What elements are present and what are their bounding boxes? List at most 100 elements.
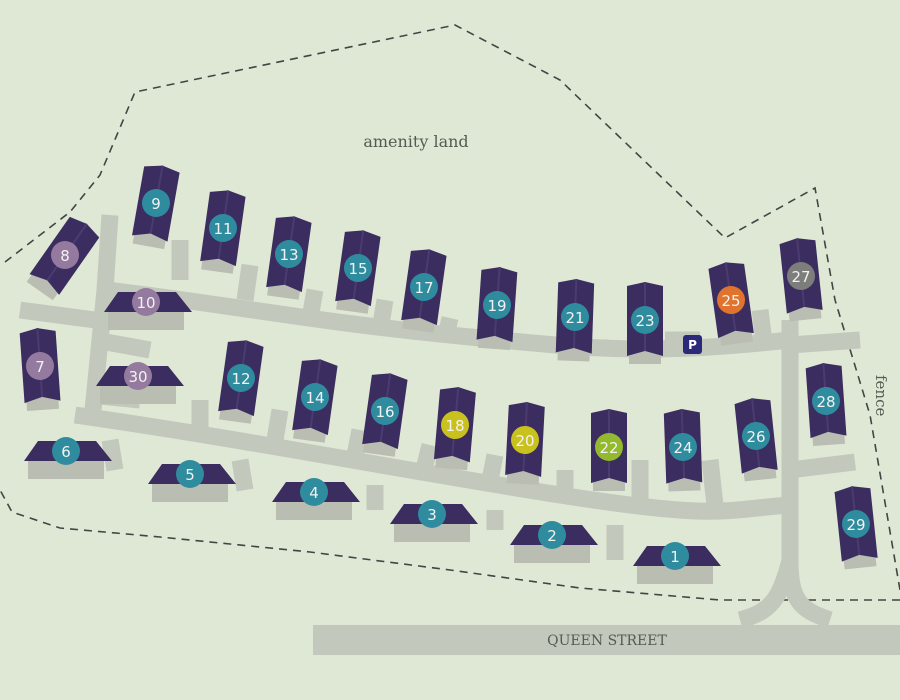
plot-marker[interactable] xyxy=(595,433,623,461)
house-facade xyxy=(28,457,104,479)
plot-marker[interactable] xyxy=(482,290,512,320)
plot-23[interactable]: 23 xyxy=(627,282,663,364)
road xyxy=(301,288,324,320)
plot-number: 21 xyxy=(565,309,584,327)
plot-10[interactable]: 10 xyxy=(104,288,192,330)
plot-13[interactable]: 13 xyxy=(265,214,312,300)
plot-number: 11 xyxy=(213,220,232,238)
road xyxy=(101,438,124,472)
plot-7[interactable]: 7 xyxy=(19,327,61,412)
plot-number: 15 xyxy=(348,260,367,278)
plot-1[interactable]: 1 xyxy=(633,542,721,584)
plot-2[interactable]: 2 xyxy=(510,521,598,563)
plot-number: 20 xyxy=(515,432,534,450)
plot-17[interactable]: 17 xyxy=(400,247,447,333)
road xyxy=(416,442,439,468)
plot-number: 3 xyxy=(427,506,437,524)
road xyxy=(789,331,861,354)
plot-26[interactable]: 26 xyxy=(734,396,778,482)
plot-marker[interactable] xyxy=(273,238,305,270)
queen-street xyxy=(313,625,900,655)
road xyxy=(519,333,539,352)
plot-18[interactable]: 18 xyxy=(433,386,476,471)
plot-marker[interactable] xyxy=(841,509,872,540)
plot-number: 8 xyxy=(60,247,70,265)
plot-marker[interactable] xyxy=(176,460,204,488)
plot-marker[interactable] xyxy=(52,437,80,465)
plot-number: 19 xyxy=(487,297,506,315)
plot-28[interactable]: 28 xyxy=(805,362,847,447)
plot-22[interactable]: 22 xyxy=(591,409,627,491)
plot-15[interactable]: 15 xyxy=(334,228,381,314)
plot-number: 1 xyxy=(670,548,680,566)
plot-marker[interactable] xyxy=(741,421,772,452)
plot-number: 29 xyxy=(846,516,865,534)
plot-marker[interactable] xyxy=(418,500,446,528)
street-label: QUEEN STREET xyxy=(547,633,667,649)
plot-marker[interactable] xyxy=(299,381,331,413)
house-facade xyxy=(276,498,352,520)
plot-number: 6 xyxy=(61,443,71,461)
plot-20[interactable]: 20 xyxy=(505,401,545,485)
plot-30[interactable]: 30 xyxy=(96,362,184,404)
plot-marker[interactable] xyxy=(207,212,239,244)
plots: 1234567891011121314151617181920212223242… xyxy=(19,162,878,584)
plot-16[interactable]: 16 xyxy=(361,371,408,457)
plot-marker[interactable] xyxy=(538,521,566,549)
plot-number: 18 xyxy=(445,417,464,435)
plot-number: 10 xyxy=(136,294,155,312)
plot-marker[interactable] xyxy=(25,351,55,381)
plot-marker[interactable] xyxy=(510,425,539,454)
plot-marker[interactable] xyxy=(408,271,440,303)
plot-marker[interactable] xyxy=(124,362,152,390)
plot-number: 17 xyxy=(414,279,433,297)
road xyxy=(737,557,799,629)
plot-marker[interactable] xyxy=(225,362,257,394)
plot-12[interactable]: 12 xyxy=(217,338,264,424)
plot-3[interactable]: 3 xyxy=(390,500,478,542)
plot-25[interactable]: 25 xyxy=(708,260,755,346)
plot-marker[interactable] xyxy=(369,395,401,427)
plot-marker[interactable] xyxy=(669,433,698,462)
plot-marker[interactable] xyxy=(440,410,470,440)
plot-19[interactable]: 19 xyxy=(476,266,518,351)
plot-14[interactable]: 14 xyxy=(291,357,338,443)
plot-number: 24 xyxy=(673,439,692,457)
plot-marker[interactable] xyxy=(140,187,172,219)
plot-29[interactable]: 29 xyxy=(834,484,878,570)
plot-marker[interactable] xyxy=(786,261,817,292)
plot-5[interactable]: 5 xyxy=(148,460,236,502)
house-facade xyxy=(514,541,590,563)
plot-marker[interactable] xyxy=(46,236,85,275)
plot-11[interactable]: 11 xyxy=(199,188,246,274)
house-facade xyxy=(394,520,470,542)
plot-8[interactable]: 8 xyxy=(25,214,102,302)
plot-marker[interactable] xyxy=(342,252,374,284)
house-shadow xyxy=(593,477,625,491)
road xyxy=(436,316,459,342)
plot-marker[interactable] xyxy=(631,306,659,334)
plot-9[interactable]: 9 xyxy=(131,162,181,250)
roads xyxy=(18,214,861,629)
plot-4[interactable]: 4 xyxy=(272,478,360,520)
plot-number: 13 xyxy=(279,246,298,264)
plot-marker[interactable] xyxy=(300,478,328,506)
plot-24[interactable]: 24 xyxy=(663,408,703,492)
road xyxy=(788,453,857,479)
plot-marker[interactable] xyxy=(561,303,590,332)
plot-21[interactable]: 21 xyxy=(555,278,595,362)
plot-number: 7 xyxy=(35,358,45,376)
plot-marker[interactable] xyxy=(132,288,160,316)
plot-marker[interactable] xyxy=(661,542,689,570)
plot-number: 2 xyxy=(547,527,557,545)
plot-number: 16 xyxy=(375,403,394,421)
plot-marker[interactable] xyxy=(715,284,747,316)
plot-6[interactable]: 6 xyxy=(24,437,112,479)
parking-label: P xyxy=(688,338,697,352)
plot-number: 12 xyxy=(231,370,250,388)
road xyxy=(236,263,259,302)
fence-label: fence xyxy=(872,375,890,416)
plot-27[interactable]: 27 xyxy=(779,236,823,322)
road xyxy=(371,298,394,332)
plot-marker[interactable] xyxy=(811,386,841,416)
